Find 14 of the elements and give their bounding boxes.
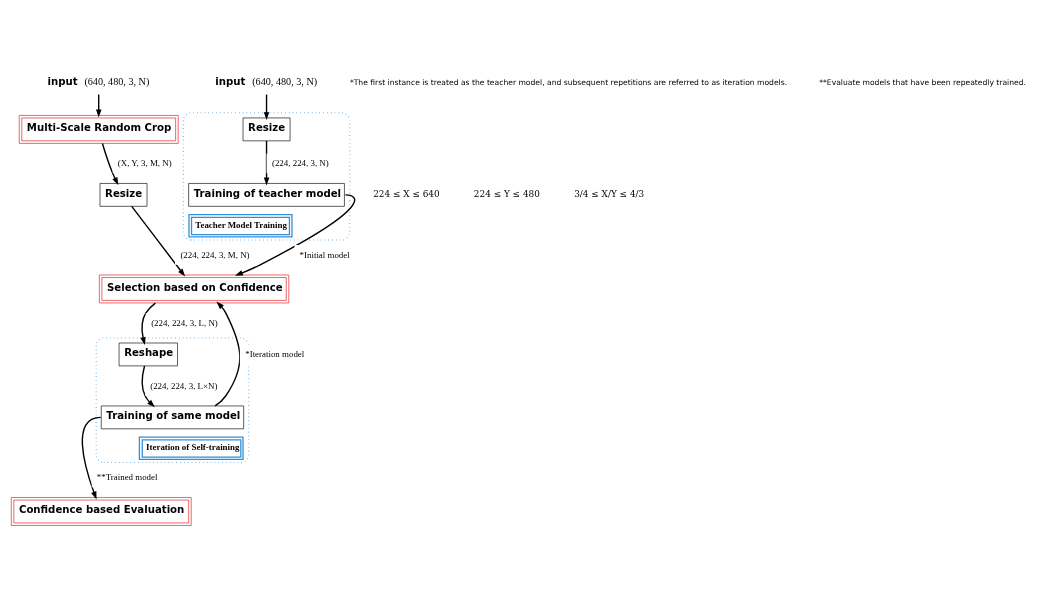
edge-label: (224, 224, 3, L×N)	[150, 380, 218, 391]
label: 224 ≤ X ≤ 640	[373, 188, 440, 199]
label: 3/4 ≤ X/Y ≤ 4/3	[574, 188, 645, 199]
edge-label: *Initial model	[299, 249, 350, 260]
node-label: (640, 480, 3, N)	[84, 75, 150, 87]
edge-label: (224, 224, 3, M, N)	[180, 249, 250, 260]
node-text: input	[215, 75, 246, 87]
node-label: (640, 480, 3, N)	[252, 75, 318, 87]
edge-label: **Trained model	[96, 471, 158, 482]
node-text: input	[47, 75, 78, 87]
edge-label: (X, Y, 3, M, N)	[117, 157, 172, 168]
edge-label: (224, 224, 3, N)	[271, 157, 329, 168]
label: 224 ≤ Y ≤ 480	[473, 188, 540, 199]
edge-label: (224, 224, 3, L, N)	[151, 317, 218, 328]
